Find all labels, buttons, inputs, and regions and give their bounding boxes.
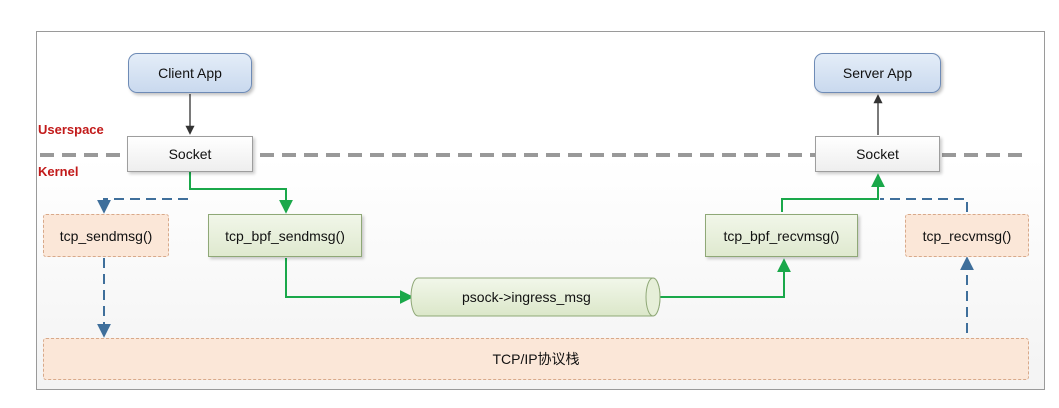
bpf-send-path-1 [189,172,293,214]
bpf-send-path-2 [285,258,414,304]
left-socket-node: Socket [127,136,253,172]
client-app-node: Client App [128,53,252,93]
right-socket-node: Socket [815,136,940,172]
userspace-label: Userspace [38,122,104,137]
normal-send-path-1 [97,198,188,214]
server-app-node: Server App [814,53,941,93]
tcp-sendmsg-node: tcp_sendmsg() [43,214,169,257]
ingress-msg-cylinder [410,277,661,317]
tcpip-stack-node: TCP/IP协议栈 [43,338,1029,380]
kernel-label: Kernel [38,164,79,179]
tcp-recvmsg-node: tcp_recvmsg() [905,214,1029,257]
tcp-bpf-sendmsg-node: tcp_bpf_sendmsg() [208,214,362,257]
ingress-msg-label: psock->ingress_msg [462,289,591,305]
tcp-bpf-recvmsg-node: tcp_bpf_recvmsg() [705,214,858,257]
bpf-recv-path-2 [781,173,885,212]
normal-recv-path-2 [880,198,968,212]
bpf-recv-path-1 [659,258,791,298]
